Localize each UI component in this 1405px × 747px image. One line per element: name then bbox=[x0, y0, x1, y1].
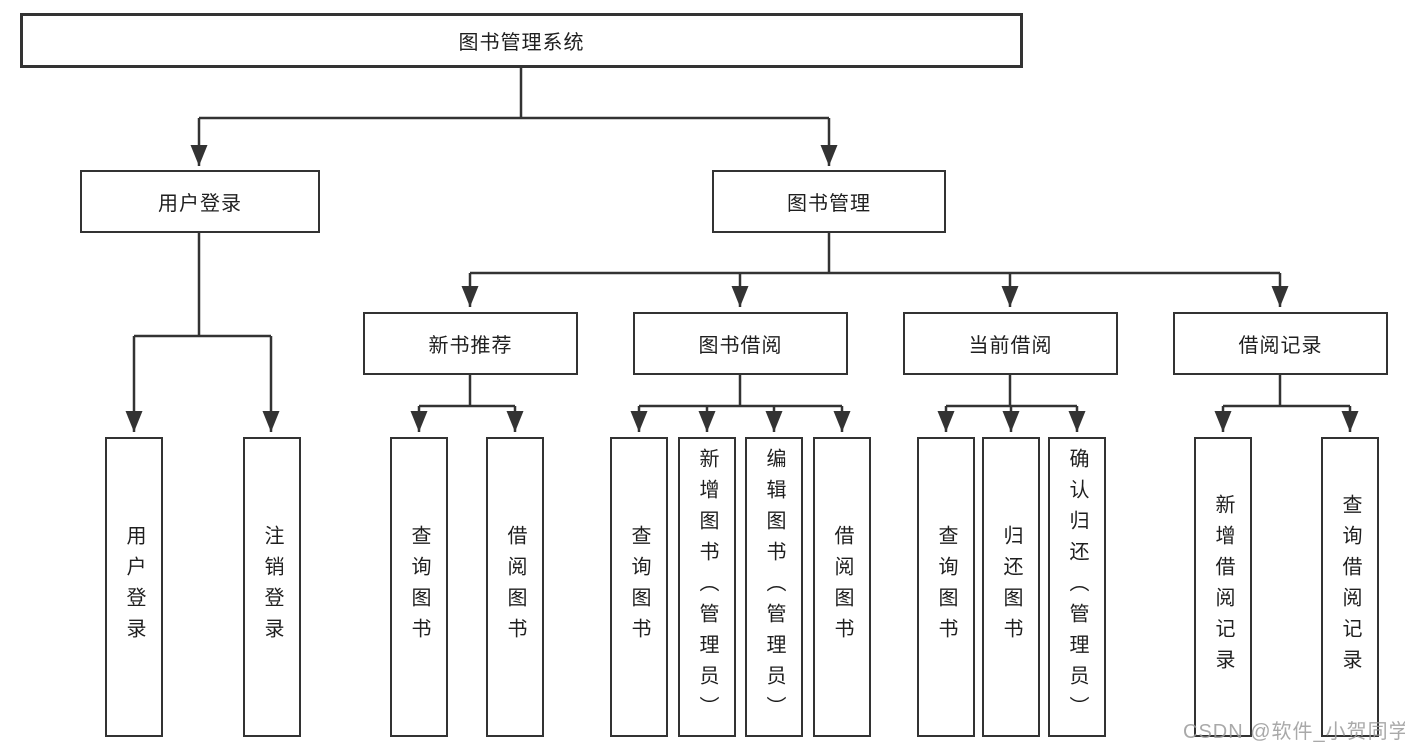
leaf-label: 借阅图书 bbox=[504, 525, 526, 649]
leaf-add-borrow-record: 新增借阅记录 bbox=[1194, 437, 1252, 737]
node-label: 借阅记录 bbox=[1238, 335, 1323, 357]
leaf-borrow-books-1: 借阅图书 bbox=[486, 437, 544, 737]
node-label: 图书管理系统 bbox=[458, 32, 585, 54]
node-library-management-system: 图书管理系统 bbox=[20, 13, 1023, 68]
leaf-label: 查询借阅记录 bbox=[1339, 494, 1361, 680]
leaf-return-books: 归还图书 bbox=[982, 437, 1040, 737]
leaf-label: 查询图书 bbox=[408, 525, 430, 649]
leaf-edit-books-admin: 编辑图书（管理员） bbox=[745, 437, 803, 737]
leaf-label: 查询图书 bbox=[628, 525, 650, 649]
node-label: 图书管理 bbox=[787, 193, 871, 215]
leaf-label: 确认归还（管理员） bbox=[1066, 447, 1088, 727]
node-borrowing-records: 借阅记录 bbox=[1173, 312, 1388, 375]
leaf-query-books-2: 查询图书 bbox=[610, 437, 668, 737]
leaf-query-books-3: 查询图书 bbox=[917, 437, 975, 737]
leaf-user-login: 用户登录 bbox=[105, 437, 163, 737]
leaf-label: 新增借阅记录 bbox=[1212, 494, 1234, 680]
leaf-query-books-1: 查询图书 bbox=[390, 437, 448, 737]
leaf-label: 注销登录 bbox=[261, 525, 283, 649]
node-label: 图书借阅 bbox=[698, 335, 783, 357]
leaf-query-borrow-record: 查询借阅记录 bbox=[1321, 437, 1379, 737]
node-user-login: 用户登录 bbox=[80, 170, 320, 233]
node-label: 当前借阅 bbox=[968, 335, 1053, 357]
leaf-label: 编辑图书（管理员） bbox=[763, 447, 785, 727]
leaf-label: 新增图书（管理员） bbox=[696, 447, 718, 727]
node-book-borrowing: 图书借阅 bbox=[633, 312, 848, 375]
leaf-confirm-return-admin: 确认归还（管理员） bbox=[1048, 437, 1106, 737]
leaf-label: 用户登录 bbox=[123, 525, 145, 649]
leaf-add-books-admin: 新增图书（管理员） bbox=[678, 437, 736, 737]
node-current-borrowing: 当前借阅 bbox=[903, 312, 1118, 375]
leaf-borrow-books-2: 借阅图书 bbox=[813, 437, 871, 737]
leaf-logout-login: 注销登录 bbox=[243, 437, 301, 737]
node-label: 用户登录 bbox=[158, 193, 242, 215]
node-label: 新书推荐 bbox=[428, 335, 513, 357]
leaf-label: 归还图书 bbox=[1000, 525, 1022, 649]
node-book-management: 图书管理 bbox=[712, 170, 946, 233]
leaf-label: 借阅图书 bbox=[831, 525, 853, 649]
leaf-label: 查询图书 bbox=[935, 525, 957, 649]
csdn-watermark: CSDN @软件_小贺同学 bbox=[1183, 721, 1405, 743]
node-new-book-recommend: 新书推荐 bbox=[363, 312, 578, 375]
